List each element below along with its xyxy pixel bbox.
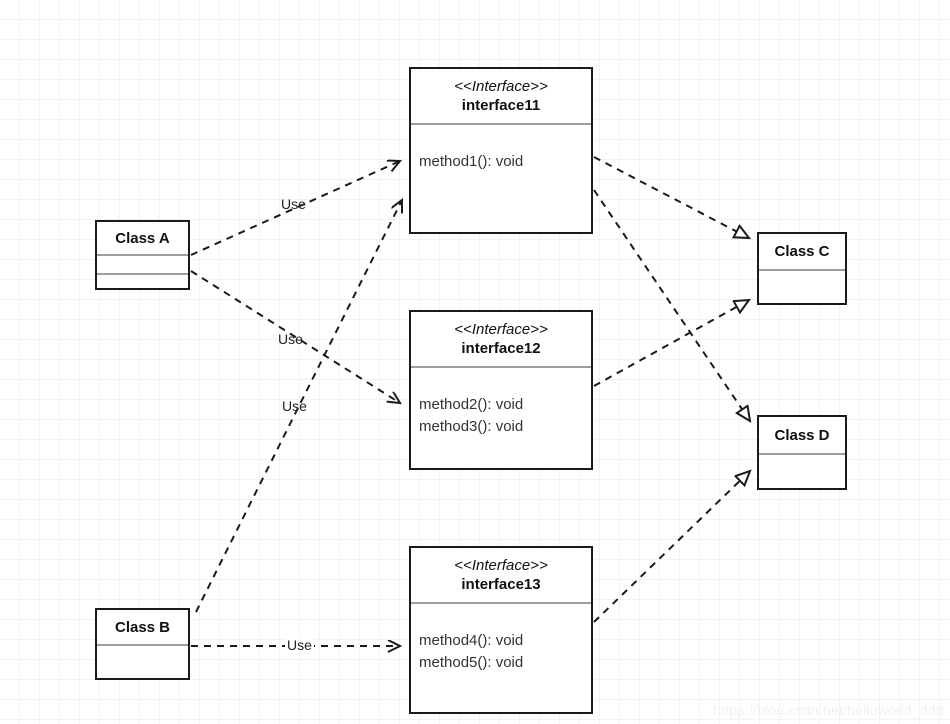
classA-separator-1 bbox=[97, 254, 188, 256]
classA-operations bbox=[97, 275, 188, 290]
interface13-separator bbox=[411, 602, 591, 604]
classD-body bbox=[759, 455, 845, 490]
interface12-stereotype: <<Interface>> bbox=[454, 321, 548, 338]
edge-label-use-classA-interface11: Use bbox=[281, 196, 306, 212]
edge-label-use-classB-interface11: Use bbox=[282, 398, 307, 414]
interface-node-interface11[interactable]: <<Interface>> interface11 method1(): voi… bbox=[409, 67, 593, 234]
realization-interface11-classC bbox=[593, 156, 749, 238]
interface11-stereotype: <<Interface>> bbox=[454, 78, 548, 95]
classB-name: Class B bbox=[114, 618, 171, 636]
realization-interface13-classD bbox=[593, 471, 750, 623]
classD-name: Class D bbox=[774, 426, 830, 444]
interface11-separator bbox=[411, 123, 591, 125]
class-node-classA[interactable]: Class A bbox=[95, 220, 190, 290]
interface13-name: interface13 bbox=[461, 576, 541, 593]
interface13-operation: method4(): void bbox=[419, 632, 524, 649]
interface13-operations: method4(): void method5(): void bbox=[411, 604, 591, 674]
realization-interface11-classD bbox=[593, 189, 750, 421]
interface-node-interface12[interactable]: <<Interface>> interface12 method2(): voi… bbox=[409, 310, 593, 470]
dependency-classA-interface12 bbox=[190, 270, 400, 403]
dependency-classB-interface11 bbox=[195, 200, 402, 613]
interface13-stereotype: <<Interface>> bbox=[454, 557, 548, 574]
interface13-operation: method5(): void bbox=[419, 654, 524, 671]
watermark: https://blog.csdn.net/helloworld_ddd bbox=[713, 702, 944, 718]
edge-label-use-classB-interface13: Use bbox=[285, 637, 314, 653]
interface12-operation: method3(): void bbox=[419, 418, 524, 435]
interface12-operations: method2(): void method3(): void bbox=[411, 368, 591, 438]
classC-name: Class C bbox=[774, 243, 830, 260]
classB-body bbox=[97, 646, 188, 680]
classB-separator bbox=[97, 644, 188, 646]
interface-node-interface13[interactable]: <<Interface>> interface13 method4(): voi… bbox=[409, 546, 593, 714]
class-node-classD[interactable]: Class D bbox=[757, 415, 847, 490]
realization-interface12-classC bbox=[593, 300, 749, 387]
classA-separator-2 bbox=[97, 273, 188, 275]
interface11-operations: method1(): void bbox=[411, 125, 591, 173]
classA-name: Class A bbox=[115, 229, 170, 247]
classC-separator bbox=[759, 269, 845, 271]
classD-separator bbox=[759, 453, 845, 455]
classC-body bbox=[759, 271, 845, 305]
interface11-name: interface11 bbox=[461, 97, 541, 114]
interface11-operation: method1(): void bbox=[419, 153, 524, 170]
class-node-classB[interactable]: Class B bbox=[95, 608, 190, 680]
interface12-name: interface12 bbox=[461, 340, 541, 357]
interface12-operation: method2(): void bbox=[419, 396, 524, 413]
classA-attributes bbox=[97, 256, 188, 273]
class-node-classC[interactable]: Class C bbox=[757, 232, 847, 305]
interface12-separator bbox=[411, 366, 591, 368]
edge-label-use-classA-interface12: Use bbox=[278, 331, 303, 347]
